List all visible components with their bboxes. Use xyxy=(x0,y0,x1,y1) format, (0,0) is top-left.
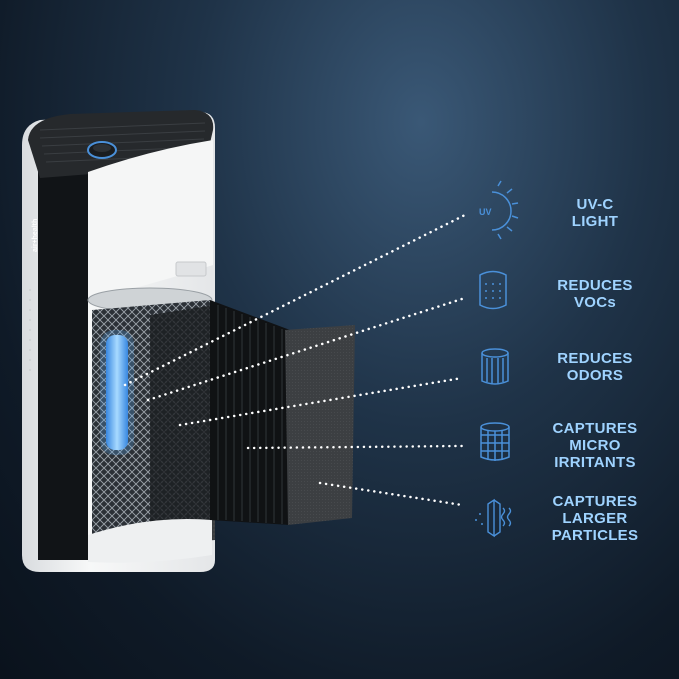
feature-label-odors: REDUCES ODORS xyxy=(557,350,633,384)
pleated-filter-icon xyxy=(475,498,512,538)
leader-line-uv xyxy=(123,213,467,387)
feature-label-larger-particles: CAPTURES LARGER PARTICLES xyxy=(551,493,639,544)
feature-label-uv: UV-C LIGHT xyxy=(571,196,619,230)
leader-lines xyxy=(123,213,467,507)
feature-label-vocs: REDUCES VOCs xyxy=(557,277,633,311)
purifier-body xyxy=(22,110,215,572)
svg-text:UV: UV xyxy=(479,207,492,217)
feature-label-micro-irritants: CAPTURES MICRO IRRITANTS xyxy=(552,420,638,471)
leader-line-micro xyxy=(246,444,464,450)
filter-cylinder-dotted-icon xyxy=(479,270,507,310)
leader-line-vocs xyxy=(146,296,467,402)
pleated-filter xyxy=(210,300,355,525)
leader-line-odors xyxy=(178,376,464,427)
leader-line-larger xyxy=(318,481,464,507)
filter-cylinder-mesh-icon xyxy=(480,422,510,461)
brand-logo: air+health xyxy=(32,218,39,252)
filter-cylinder-ribbed-icon xyxy=(481,348,509,385)
uv-sun-icon: UV xyxy=(479,180,519,240)
